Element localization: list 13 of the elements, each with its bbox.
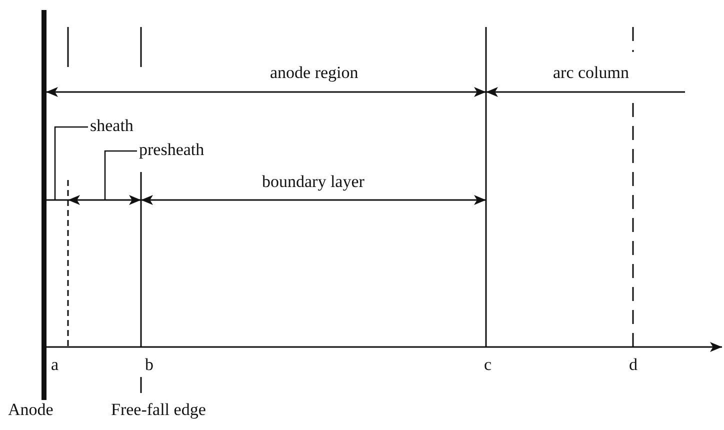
point-label: b (145, 355, 154, 375)
point-label: a (51, 355, 59, 375)
region-label: arc column (553, 63, 629, 83)
region-label: anode region (270, 63, 358, 83)
leader-line (54, 126, 88, 200)
point-label: d (629, 355, 638, 375)
text-label: Free-fall edge (111, 400, 206, 420)
region-label: boundary layer (262, 172, 364, 192)
text-label: presheath (139, 140, 204, 160)
text-label: sheath (90, 116, 134, 136)
text-label: Anode (8, 400, 54, 420)
point-label: c (484, 355, 492, 375)
leader-line (104, 150, 137, 200)
